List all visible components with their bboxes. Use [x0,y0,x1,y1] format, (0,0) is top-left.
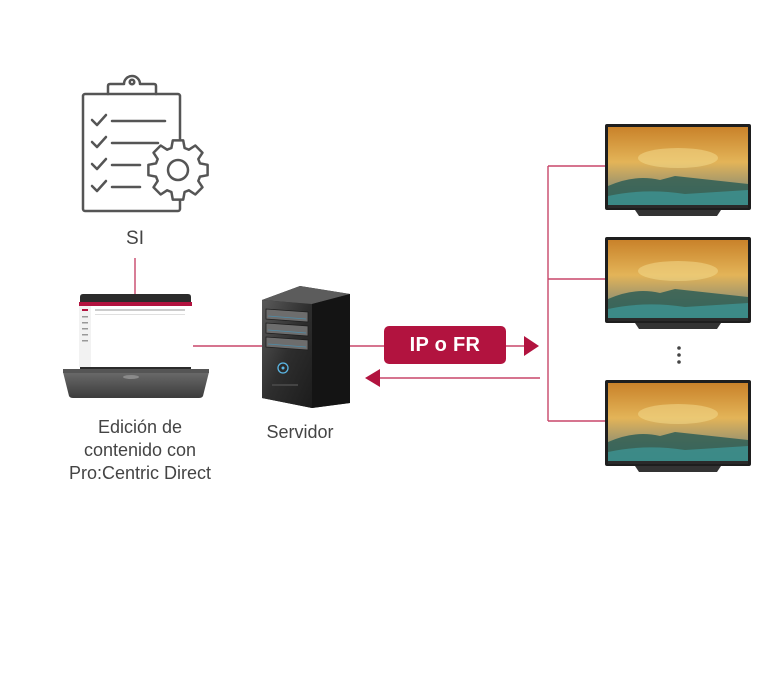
editing-label-line-1: Edición de [97,417,183,437]
clipboard-checklist-gear-icon [81,74,209,213]
connector-lines [134,165,605,422]
editing-label-line-2: contenido con [83,440,197,460]
return-arrowhead [365,369,380,387]
si-label: SI [126,228,144,249]
tv-icon [605,380,751,472]
protocol-badge: IP o FR [384,326,506,364]
laptop-icon [63,294,209,398]
tv-icon [605,237,751,329]
editing-label-line-3: Pro:Centric Direct [68,463,212,483]
editing-label: Edición de contenido con Pro:Centric Dir… [40,416,240,485]
server-label: Servidor [266,422,334,442]
server-tower-icon [262,286,350,408]
tv-icon [605,124,751,216]
forward-arrowhead [524,336,539,356]
more-tvs-ellipsis [677,346,681,364]
